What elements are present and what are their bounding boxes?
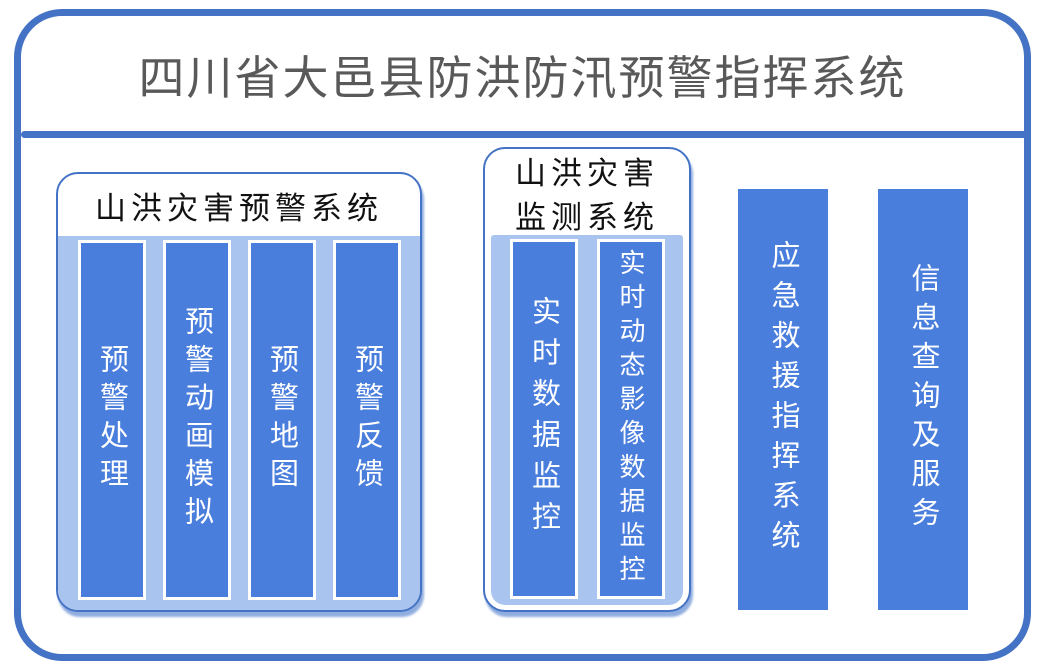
panel-flood-monitoring-tray: 实时数据监控 实时动态影像数据监控 xyxy=(491,235,683,605)
bar-information-query-service-label: 信息查询及服务 xyxy=(907,263,939,536)
bar-emergency-rescue-command-system-label: 应急救援指挥系统 xyxy=(767,239,799,560)
bar-realtime-data-monitoring-label: 实时数据监控 xyxy=(527,296,560,542)
bar-warning-feedback-label: 预警反馈 xyxy=(350,344,383,496)
bar-warning-feedback: 预警反馈 xyxy=(332,240,401,600)
bar-realtime-dynamic-video-monitoring-label: 实时动态影像数据监控 xyxy=(616,249,645,589)
bar-warning-map-label: 预警地图 xyxy=(265,344,298,496)
panel-flood-warning-header: 山洪灾害预警系统 xyxy=(58,174,420,236)
bar-realtime-dynamic-video-monitoring: 实时动态影像数据监控 xyxy=(596,239,665,599)
panel-flood-monitoring-header-line1: 山洪灾害 xyxy=(515,155,659,191)
bar-warning-processing: 预警处理 xyxy=(77,240,146,600)
panel-flood-warning-tray: 预警处理 预警动画模拟 预警地图 预警反馈 xyxy=(58,236,420,610)
title-divider-line xyxy=(21,131,1030,138)
page-title: 四川省大邑县防洪防汛预警指挥系统 xyxy=(138,52,907,104)
bar-emergency-rescue-command-system: 应急救援指挥系统 xyxy=(738,189,828,610)
panel-flood-monitoring-header-line2: 监测系统 xyxy=(515,199,659,235)
bar-information-query-service: 信息查询及服务 xyxy=(878,189,968,610)
panel-flood-monitoring-header: 山洪灾害 监测系统 xyxy=(485,149,689,238)
bar-realtime-data-monitoring: 实时数据监控 xyxy=(509,239,578,599)
bar-warning-animation-simulation: 预警动画模拟 xyxy=(162,240,231,600)
panel-flood-warning-system: 山洪灾害预警系统 预警处理 预警动画模拟 预警地图 预警反馈 xyxy=(56,172,422,612)
bar-warning-processing-label: 预警处理 xyxy=(95,344,128,496)
bar-warning-animation-simulation-label: 预警动画模拟 xyxy=(180,306,213,534)
panel-flood-warning-header-text: 山洪灾害预警系统 xyxy=(95,190,383,226)
panel-flood-monitoring-system: 山洪灾害 监测系统 实时数据监控 实时动态影像数据监控 xyxy=(483,147,691,612)
bar-warning-map: 预警地图 xyxy=(247,240,316,600)
